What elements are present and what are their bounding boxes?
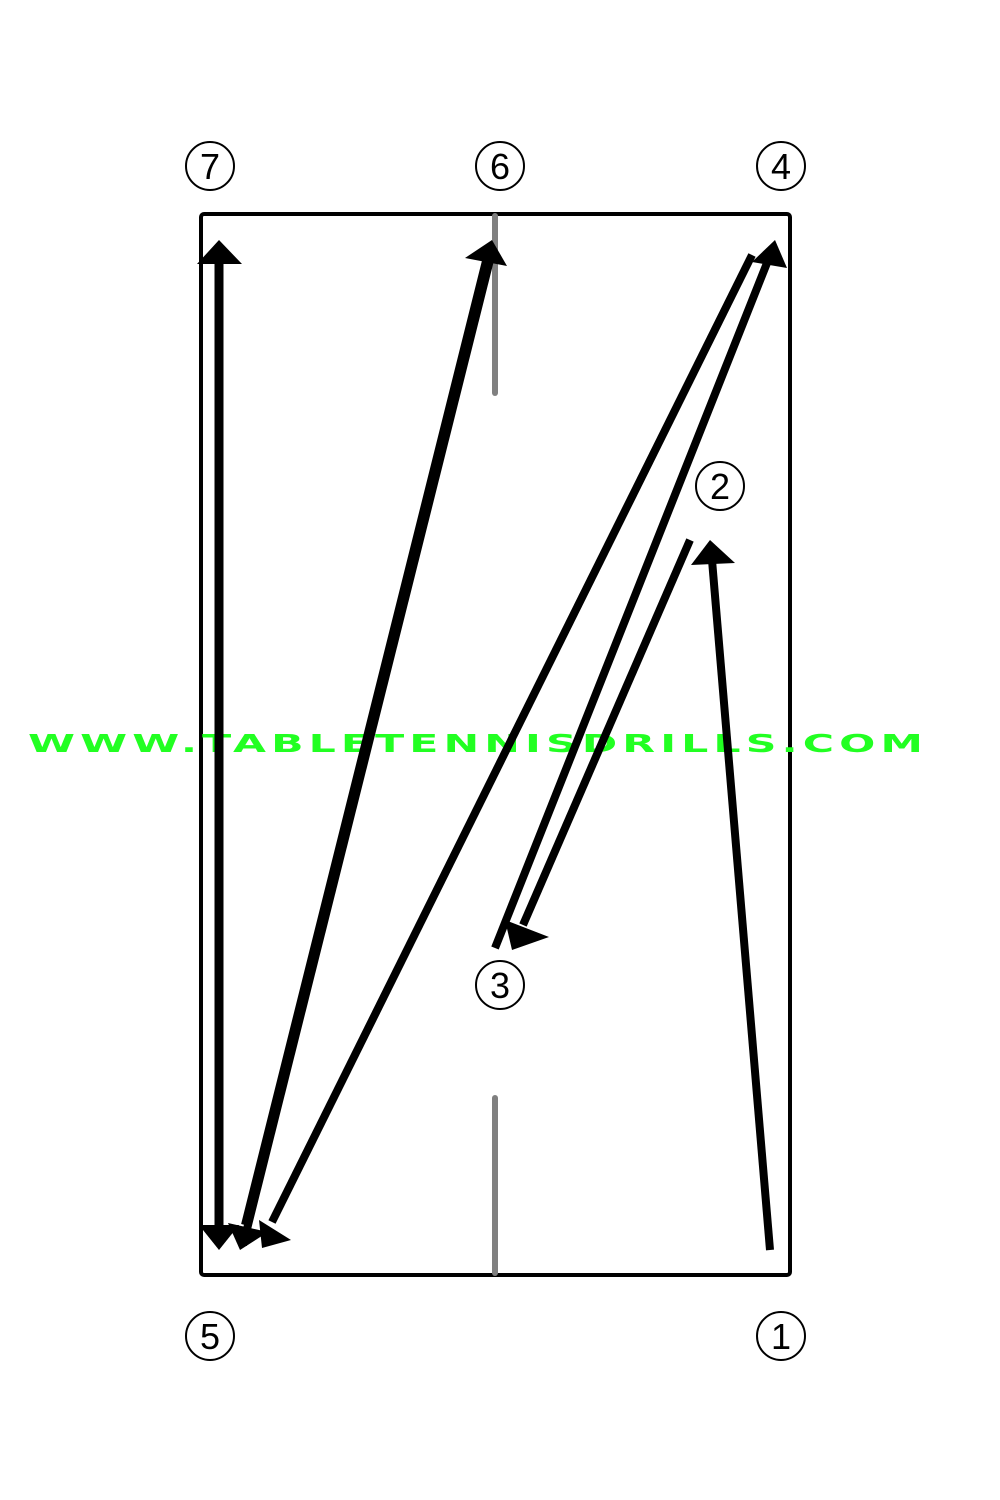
marker-5: 5	[185, 1311, 235, 1361]
arrow-7-to-5	[199, 262, 239, 1250]
marker-3: 3	[475, 960, 525, 1010]
marker-label: 1	[771, 1316, 791, 1357]
marker-2: 2	[695, 461, 745, 511]
arrow-3-to-4	[491, 240, 787, 950]
marker-label: 5	[200, 1316, 220, 1357]
marker-label: 2	[710, 466, 730, 507]
arrow-6-to-5	[228, 244, 494, 1250]
marker-label: 3	[490, 965, 510, 1006]
marker-1: 1	[756, 1311, 806, 1361]
watermark-text: WWW.TABLETENNISDRILLS.COM	[28, 729, 928, 758]
marker-6: 6	[475, 141, 525, 191]
marker-label: 4	[771, 146, 791, 187]
marker-7: 7	[185, 141, 235, 191]
arrow-1-to-2	[691, 540, 774, 1251]
arrow-4-to-5	[259, 253, 756, 1248]
arrow-5-to-7	[197, 240, 242, 264]
shot-arrows	[197, 240, 787, 1251]
marker-4: 4	[756, 141, 806, 191]
marker-label: 6	[490, 146, 510, 187]
marker-label: 7	[200, 146, 220, 187]
arrow-2-to-3	[505, 538, 694, 950]
